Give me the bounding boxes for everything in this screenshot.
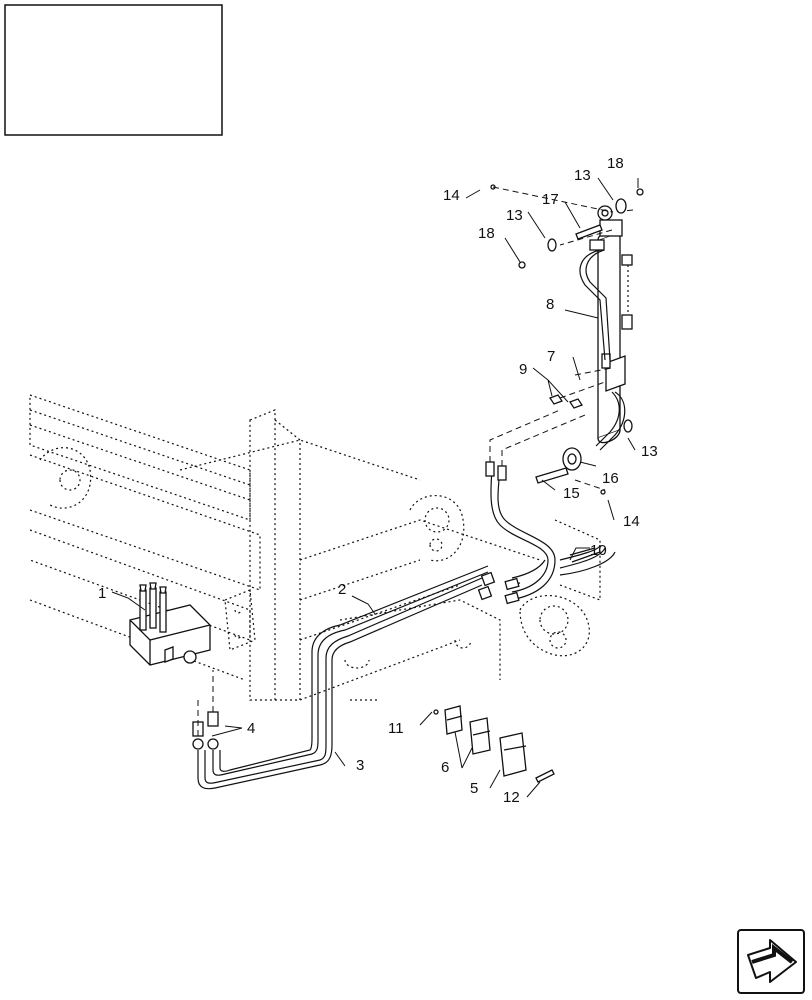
- chassis-frame: [29, 394, 601, 701]
- loose-hardware: [490, 184, 644, 495]
- callout-9: 9: [519, 361, 527, 378]
- callout-12: 12: [503, 789, 520, 806]
- callout-3: 3: [356, 757, 364, 774]
- callout-labels: 1 2 3 4 5 6 7 8 9 10 11 12 13 13 13 14 1…: [98, 155, 658, 806]
- next-page-arrow-icon[interactable]: [737, 929, 805, 994]
- callout-13-top: 13: [574, 167, 591, 184]
- callout-17: 17: [542, 191, 559, 208]
- callout-18-low: 18: [478, 225, 495, 242]
- callout-6: 6: [441, 759, 449, 776]
- clamp-parts: [433, 705, 555, 783]
- callout-4: 4: [247, 720, 255, 737]
- callout-13-low: 13: [641, 443, 658, 460]
- callout-11: 11: [388, 720, 404, 737]
- callout-7: 7: [547, 348, 555, 365]
- callout-14-top: 14: [443, 187, 460, 204]
- hoses: [485, 409, 616, 605]
- callout-14-low: 14: [623, 513, 640, 530]
- callout-16: 16: [602, 470, 619, 487]
- callout-2: 2: [338, 581, 346, 598]
- control-valve: [129, 582, 211, 666]
- hydraulic-cylinder: [559, 205, 634, 451]
- hydraulic-pipes: [197, 565, 496, 790]
- callout-8: 8: [546, 296, 554, 313]
- title-frame: [4, 4, 223, 136]
- fittings: [192, 670, 219, 750]
- callout-1: 1: [98, 585, 106, 602]
- callout-10: 10: [590, 542, 607, 559]
- callout-13-mid: 13: [506, 207, 523, 224]
- callout-5: 5: [470, 780, 478, 797]
- leader-lines: [111, 177, 639, 798]
- callout-15: 15: [563, 485, 580, 502]
- callout-18-top: 18: [607, 155, 624, 172]
